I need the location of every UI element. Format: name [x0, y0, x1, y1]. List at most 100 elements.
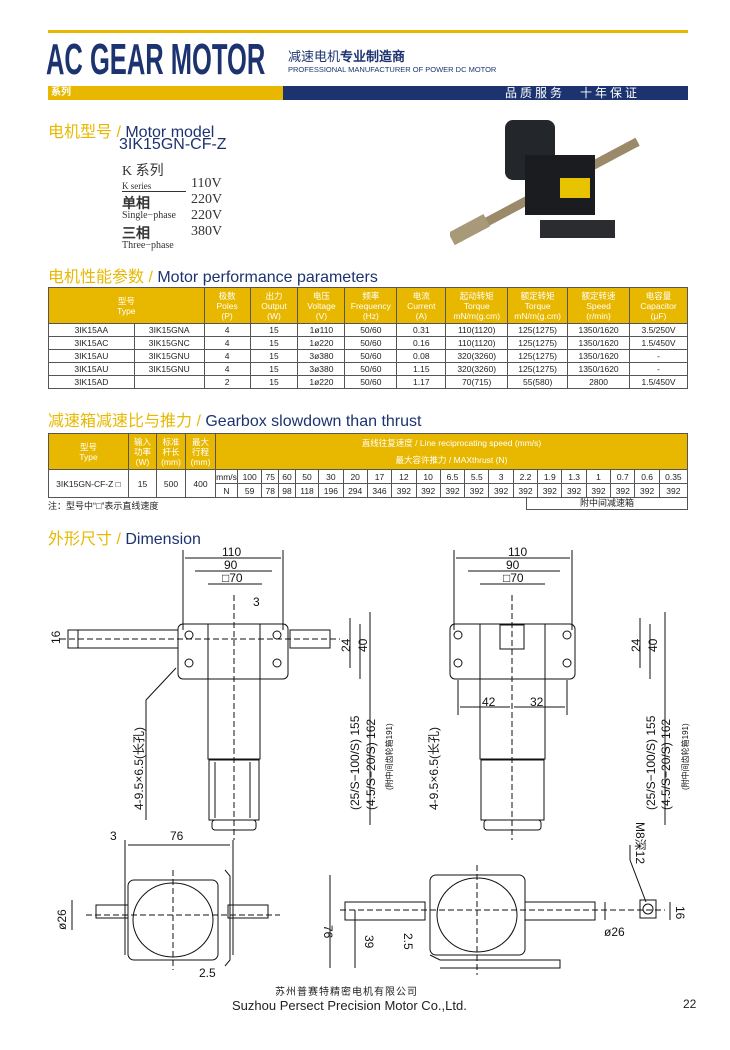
speed-cell: 1: [585, 469, 612, 484]
table-cell: 15: [249, 362, 299, 376]
company-name-cn: 苏州普赛特精密电机有限公司: [275, 987, 418, 998]
speed-cell: 100: [236, 469, 263, 484]
k-series-en: K series: [122, 181, 186, 192]
table-cell: 4: [203, 349, 251, 363]
unit-speed: mm/s: [215, 469, 238, 484]
voltage-list: 110V 220V 220V 380V: [191, 176, 222, 240]
table-cell: 0.16: [396, 336, 447, 350]
section-dimension: 外形尺寸 / Dimension: [48, 525, 201, 549]
table-cell: 0.08: [396, 349, 447, 363]
dim-76: 76: [321, 925, 335, 939]
table-cell: 3IK15AU: [48, 349, 135, 363]
section-motor-model: 电机型号 / Motor model: [48, 118, 214, 142]
front-view-left: [60, 550, 371, 840]
thrust-cell: 118: [294, 483, 320, 498]
sub-gearbox-note: 附中间减速箱: [526, 497, 688, 510]
speed-cell: 0.6: [634, 469, 660, 484]
table-cell: 15: [249, 323, 299, 337]
table-cell: 2800: [567, 375, 631, 389]
table-cell: 3IK15AA: [48, 323, 135, 337]
table-cell: 50/60: [344, 375, 398, 389]
table-cell: 320(3260): [445, 362, 509, 376]
speed-cell: 50: [294, 469, 320, 484]
table-cell: 3IK15GNU: [133, 349, 205, 363]
length-162: (4.5/S−20/S) 162: [364, 719, 378, 810]
hole-spec: 4-9.5×6.5(长孔): [132, 727, 146, 810]
single-phase-cn: 单相: [122, 197, 150, 212]
thrust-cell: 392: [585, 483, 612, 498]
dim-24: 24: [629, 638, 643, 652]
table-cell: 1350/1620: [567, 349, 631, 363]
dim-90: 90: [506, 558, 520, 572]
speed-cell: 1.3: [561, 469, 587, 484]
h-rod: 标准杆长(mm): [156, 433, 186, 470]
table-cell: 4: [203, 362, 251, 376]
speed-cell: 30: [318, 469, 344, 484]
section-gearbox: 减速箱减速比与推力 / Gearbox slowdown than thrust: [48, 407, 421, 431]
length-155: (25/S−100/S) 155: [348, 715, 362, 810]
title-en: Motor performance parameters: [157, 269, 378, 286]
voltage: 220V: [191, 208, 223, 223]
thrust-cell: 392: [610, 483, 636, 498]
table-cell: 1ø220: [297, 336, 346, 350]
h-thrust: 最大容许推力 / MAXthrust (N): [215, 451, 688, 470]
title-cn: 减速箱减速比与推力 /: [48, 413, 206, 430]
table-cell: 3IK15AC: [48, 336, 135, 350]
speed-cell: 60: [278, 469, 296, 484]
table-cell: 50/60: [344, 336, 398, 350]
table-cell: 1ø220: [297, 375, 346, 389]
speed-cell: 1.9: [537, 469, 563, 484]
table-cell: 125(1275): [507, 349, 569, 363]
table-cell: 4: [203, 323, 251, 337]
speed-cell: 3: [488, 469, 514, 484]
table-cell: 3IK15AU: [48, 362, 135, 376]
section-performance: 电机性能参数 / Motor performance parameters: [48, 263, 378, 287]
hole-spec: 4-9.5×6.5(长孔): [427, 727, 441, 810]
table-cell: 1350/1620: [567, 336, 631, 350]
table-cell: 1ø110: [297, 323, 346, 337]
table-cell: 3ø380: [297, 349, 346, 363]
thrust-cell: 392: [464, 483, 490, 498]
speed-cell: 0.35: [658, 469, 689, 484]
speed-cell: 10: [415, 469, 441, 484]
speed-cell: 6.5: [439, 469, 466, 484]
table-cell: 3.5/250V: [629, 323, 688, 337]
table-cell: -: [629, 362, 688, 376]
tag-b: 专业制造商: [340, 49, 406, 64]
table-cell: 1350/1620: [567, 323, 631, 337]
three-phase-cn: 三相: [122, 227, 150, 242]
table-cell: 3ø380: [297, 362, 346, 376]
title-en: Motor model: [125, 124, 215, 141]
gear-power: 15: [128, 469, 157, 498]
speed-cell: 0.7: [610, 469, 636, 484]
table-cell: 125(1275): [507, 323, 569, 337]
title-cn: 电机型号 /: [48, 124, 126, 141]
dim-26: ø26: [604, 925, 625, 939]
table-cell: 50/60: [344, 362, 398, 376]
thrust-cell: 392: [391, 483, 417, 498]
model-name: 3IK15GN-CF-Z: [119, 136, 227, 153]
table-cell: 3IK15GNU: [133, 362, 205, 376]
dim-3: 3: [110, 829, 117, 843]
table-cell: 3IK15GNA: [133, 323, 205, 337]
length-155: (25/S−100/S) 155: [644, 715, 658, 810]
thrust-cell: 392: [634, 483, 660, 498]
table-cell: 110(1120): [445, 336, 509, 350]
single-phase-en: Single−phase: [122, 210, 176, 221]
length-162: (4.5/S−20/S) 162: [659, 719, 673, 810]
table-cell: 55(580): [507, 375, 569, 389]
brand-title: AC GEAR MOTOR: [46, 35, 266, 84]
h-power: 输入功率(W): [128, 433, 157, 470]
speed-cell: 12: [391, 469, 417, 484]
table-cell: 1.5/450V: [629, 336, 688, 350]
title-cn: 外形尺寸 /: [48, 531, 126, 548]
gear-rod: 500: [156, 469, 186, 498]
